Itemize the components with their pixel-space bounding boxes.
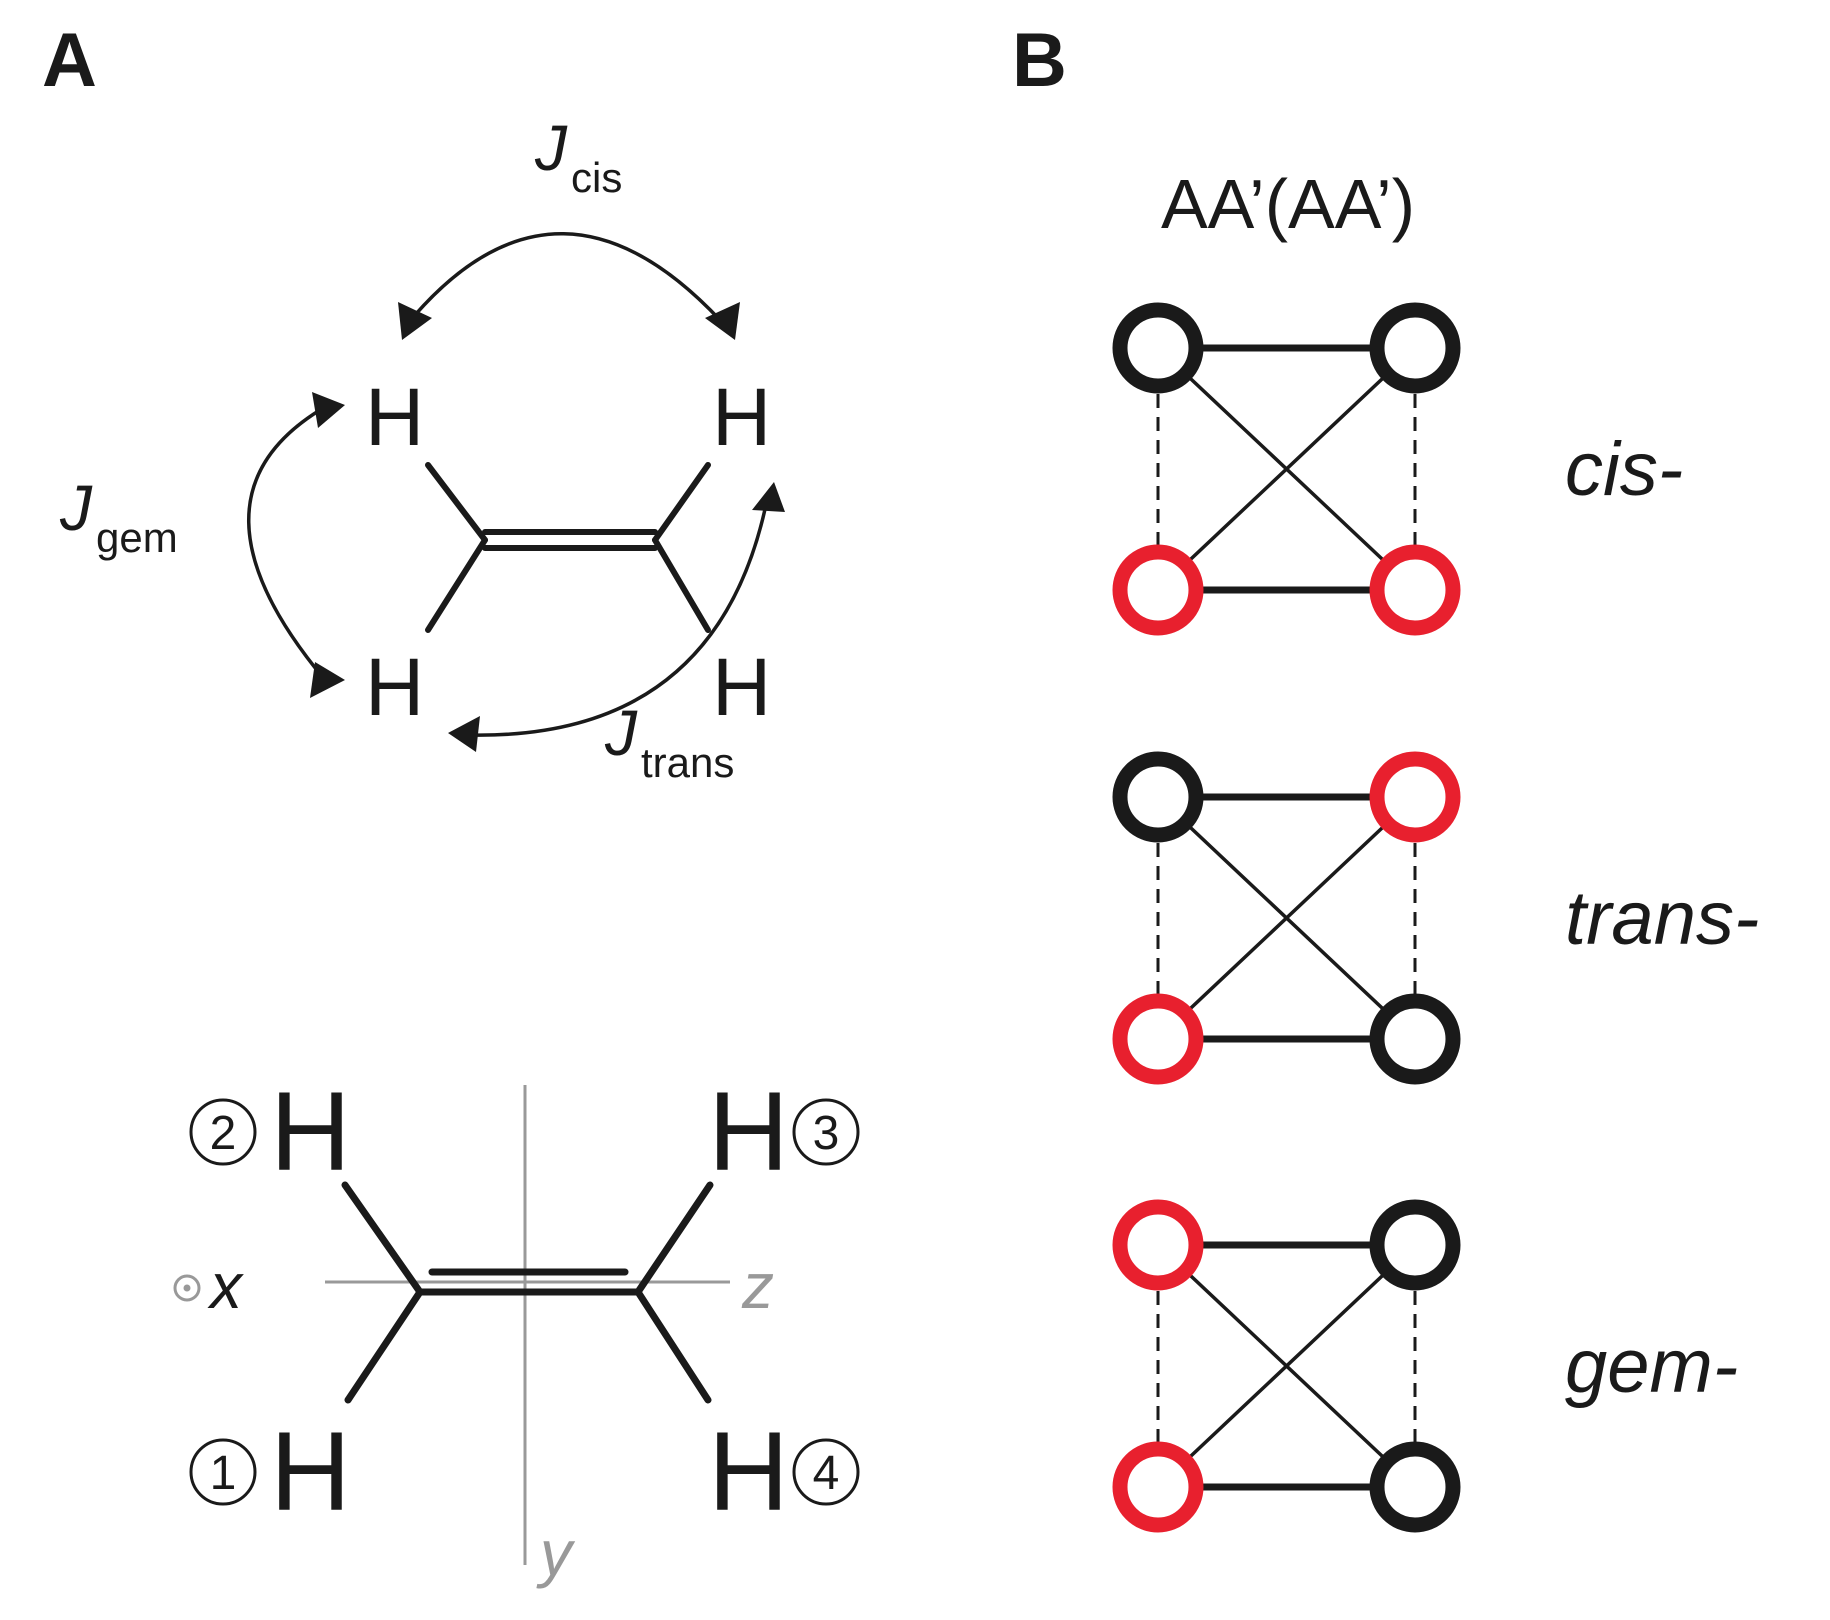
h-atom-4: H bbox=[708, 1409, 789, 1534]
atom-number-4: 4 bbox=[813, 1447, 840, 1500]
coupling-arrowheads bbox=[310, 302, 785, 752]
spin-node-br bbox=[1369, 993, 1461, 1085]
coupling-line-diagonal-up bbox=[1156, 1243, 1417, 1489]
ethylene-coordinate-diagram: x y z H H H H 2 3 1 4 bbox=[173, 1069, 860, 1589]
bond-c2-h4 bbox=[634, 1288, 712, 1404]
j-cis-label: Jcis bbox=[534, 112, 622, 201]
z-axis-label: z bbox=[741, 1250, 774, 1322]
trans-arrow bbox=[469, 494, 770, 737]
atom-number-3: 3 bbox=[813, 1107, 840, 1160]
j-gem-label: Jgem bbox=[59, 472, 178, 561]
y-axis-label: y bbox=[536, 1517, 576, 1589]
h-atom-top-right: H bbox=[712, 372, 771, 463]
spin-node-tl bbox=[1112, 302, 1204, 394]
h-atom-1: H bbox=[270, 1409, 351, 1534]
spin-node-br bbox=[1369, 1441, 1461, 1533]
coupling-line-diagonal-up bbox=[1156, 346, 1417, 592]
trans-arrowhead-right bbox=[752, 482, 785, 512]
spin-node-bl bbox=[1112, 1441, 1204, 1533]
bond-c1-h2 bbox=[341, 1181, 424, 1296]
bond-c1-h1 bbox=[344, 1288, 424, 1404]
coupling-arrows bbox=[247, 232, 770, 737]
h-atom-bottom-left: H bbox=[365, 642, 424, 733]
spin-system-trans: trans- bbox=[1112, 751, 1759, 1085]
cis-arrow bbox=[413, 232, 722, 322]
spin-node-bl bbox=[1112, 544, 1204, 636]
panel-b-label: B bbox=[1012, 18, 1067, 103]
spin-system-label-cis: cis- bbox=[1565, 427, 1683, 512]
spin-node-tr bbox=[1369, 751, 1461, 843]
coupling-line-diagonal-up bbox=[1156, 795, 1417, 1041]
x-axis-label: x bbox=[207, 1250, 244, 1322]
spin-system-rows: cis-trans-gem- bbox=[1112, 302, 1759, 1533]
bond-c1-h-top bbox=[425, 462, 488, 543]
atom-number-2: 2 bbox=[210, 1107, 237, 1160]
spin-node-br bbox=[1369, 544, 1461, 636]
ethylene-bonds-bottom bbox=[341, 1181, 714, 1404]
spin-system-label-trans: trans- bbox=[1565, 876, 1759, 961]
spin-node-tr bbox=[1369, 302, 1461, 394]
gem-arrowhead-bottom bbox=[310, 662, 345, 698]
spin-node-tr bbox=[1369, 1199, 1461, 1291]
h-atom-top-left: H bbox=[365, 372, 424, 463]
trans-arrowhead-left bbox=[448, 716, 480, 752]
number-circle-4 bbox=[792, 1438, 860, 1506]
atom-number-circles bbox=[189, 1098, 860, 1506]
gem-arrow bbox=[247, 408, 327, 682]
number-circle-1 bbox=[189, 1438, 257, 1506]
x-axis-out-of-plane-dot bbox=[183, 1284, 191, 1292]
atom-number-1: 1 bbox=[210, 1447, 237, 1500]
ethylene-coupling-diagram: H H H H Jcis bbox=[59, 112, 785, 786]
cis-arrowhead-right bbox=[705, 302, 740, 340]
bond-c1-h-bottom bbox=[425, 537, 488, 633]
h-atom-3: H bbox=[708, 1069, 789, 1194]
number-circle-3 bbox=[792, 1098, 860, 1166]
ethylene-bonds bbox=[425, 462, 711, 633]
cis-arrowhead-left bbox=[398, 302, 432, 340]
spin-system-title: AA’(AA’) bbox=[1161, 165, 1415, 243]
spin-system-gem: gem- bbox=[1112, 1199, 1738, 1533]
spin-node-tl bbox=[1112, 751, 1204, 843]
gem-arrowhead-top bbox=[312, 392, 345, 428]
panel-a-label: A bbox=[42, 18, 97, 103]
x-axis-out-of-plane-icon bbox=[173, 1274, 201, 1302]
h-atom-2: H bbox=[270, 1069, 351, 1194]
bond-c2-h-top bbox=[652, 462, 711, 543]
j-trans-label: Jtrans bbox=[604, 697, 734, 786]
number-circle-2 bbox=[189, 1098, 257, 1166]
coordinate-axes bbox=[325, 1085, 730, 1565]
h-atom-bottom-right: H bbox=[712, 642, 771, 733]
spin-node-tl bbox=[1112, 1199, 1204, 1291]
spin-system-cis: cis- bbox=[1112, 302, 1683, 636]
spin-node-bl bbox=[1112, 993, 1204, 1085]
bond-c2-h3 bbox=[634, 1181, 714, 1296]
spin-system-label-gem: gem- bbox=[1565, 1324, 1738, 1409]
bond-c2-h-bottom bbox=[652, 537, 711, 633]
